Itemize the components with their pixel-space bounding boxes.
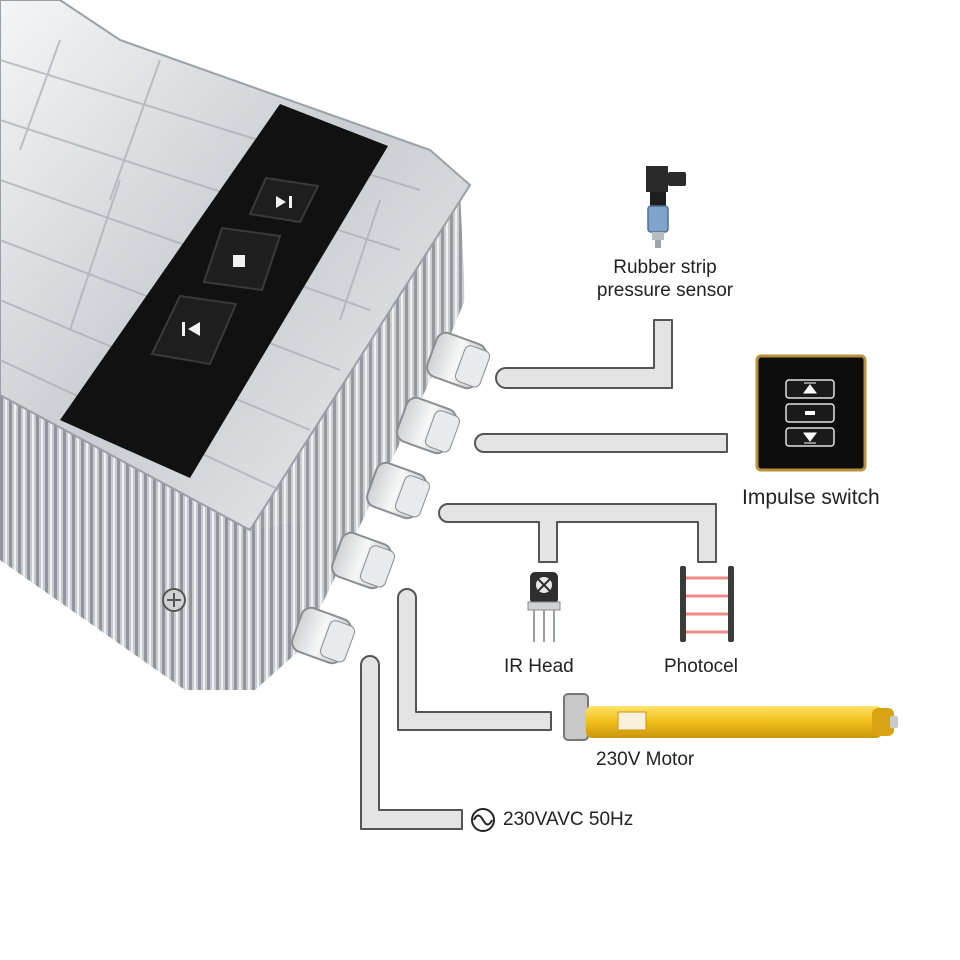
panel-button-reverse[interactable] bbox=[150, 294, 238, 366]
wire-power bbox=[360, 655, 463, 830]
power-label: 230VAVC 50Hz bbox=[503, 809, 634, 830]
photocell-label: Photocel bbox=[664, 656, 738, 677]
pressure-sensor-label-line2: pressure sensor bbox=[596, 280, 734, 301]
pressure-sensor-label-line1: Rubber strip bbox=[613, 257, 717, 278]
pressure-sensor-label: Rubber strip pressure sensor bbox=[570, 256, 760, 302]
screw bbox=[162, 588, 186, 612]
tubular-motor bbox=[563, 693, 898, 741]
enclosure-side-ribs bbox=[0, 395, 300, 690]
cable-glands bbox=[291, 331, 491, 665]
up-arrow-icon bbox=[803, 382, 817, 394]
photocell bbox=[680, 566, 734, 642]
wire-motor bbox=[397, 588, 552, 731]
enclosure-right-wall bbox=[250, 190, 465, 650]
impulse-switch bbox=[755, 354, 867, 472]
ac-sine-icon bbox=[471, 808, 495, 832]
impulse-switch-label: Impulse switch bbox=[742, 486, 880, 509]
wire-ir-photocell bbox=[438, 503, 717, 563]
stop-icon bbox=[233, 255, 245, 267]
panel-button-play[interactable] bbox=[248, 176, 320, 224]
wire-pressure-sensor bbox=[495, 319, 673, 389]
motor-label: 230V Motor bbox=[596, 749, 695, 770]
down-arrow-icon bbox=[803, 432, 817, 444]
stop-icon bbox=[805, 411, 815, 415]
ir-head-label: IR Head bbox=[504, 656, 574, 677]
wires bbox=[360, 319, 728, 830]
control-box bbox=[0, 0, 491, 690]
pressure-sensor bbox=[646, 166, 686, 248]
reverse-icon bbox=[182, 322, 200, 336]
wire-impulse-switch bbox=[474, 433, 728, 453]
panel-button-stop[interactable] bbox=[202, 226, 282, 292]
ir-head bbox=[527, 572, 561, 642]
play-pause-icon bbox=[276, 196, 292, 208]
